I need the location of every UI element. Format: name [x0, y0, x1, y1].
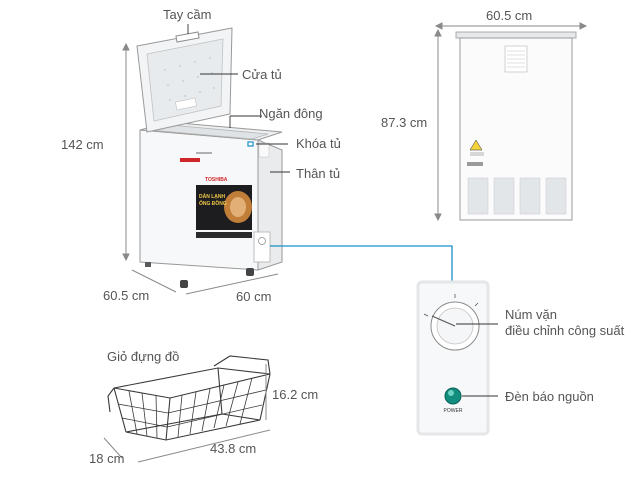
basket-label: Giỏ đựng đồ [107, 349, 180, 364]
knob-label-line2: điều chỉnh công suất [505, 323, 625, 338]
sticker-line1: DÀN LẠNH [199, 194, 226, 200]
control-knob-icon [423, 294, 480, 351]
basket-height-dimension: 16.2 cm [272, 387, 319, 402]
door-label: Cửa tủ [242, 67, 282, 82]
back-view [455, 31, 577, 221]
brand-mark: TOSHIBA [205, 177, 228, 183]
control-panel-detail: POWER [416, 280, 490, 436]
lock-dot-icon [247, 141, 254, 147]
body-label: Thân tủ [296, 166, 341, 181]
knob-label-line1: Núm vặn [505, 307, 558, 322]
back-height-dimension: 87.3 cm [381, 115, 428, 130]
freezer-compartment-label: Ngăn đông [259, 106, 323, 121]
front-height-dimension: 142 cm [61, 137, 104, 152]
handle-label: Tay cầm [163, 7, 212, 22]
basket-depth-dimension: 18 cm [89, 451, 125, 466]
power-label: POWER [444, 408, 463, 414]
front-depth-dimension: 60.5 cm [103, 288, 150, 303]
front-width-dimension: 60 cm [236, 289, 272, 304]
sticker-line2: ỐNG ĐỒNG [199, 201, 227, 207]
basket [107, 355, 271, 441]
back-width-dimension: 60.5 cm [486, 8, 533, 23]
basket-width-dimension: 43.8 cm [210, 441, 257, 456]
lock-label: Khóa tủ [296, 136, 341, 151]
power-light-icon [444, 387, 462, 405]
power-light-label: Đèn báo nguồn [505, 389, 594, 404]
front-freezer [136, 27, 283, 288]
